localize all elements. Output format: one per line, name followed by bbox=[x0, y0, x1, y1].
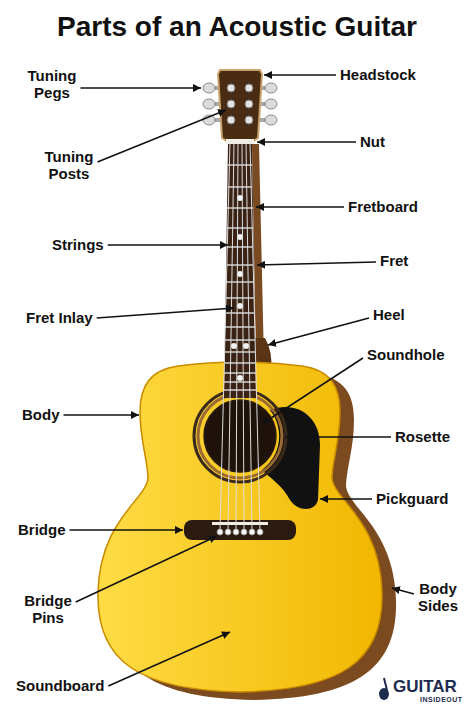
leader-line bbox=[257, 262, 376, 265]
fret-inlay bbox=[237, 303, 243, 309]
leader-line bbox=[108, 244, 228, 246]
fret-inlay bbox=[243, 343, 249, 349]
tuning-post bbox=[245, 84, 253, 92]
part-label: Tuning Posts bbox=[36, 148, 102, 182]
part-label: Strings bbox=[52, 236, 104, 253]
leader-line bbox=[264, 74, 336, 76]
tuning-peg bbox=[203, 99, 215, 109]
fret-inlay bbox=[237, 375, 243, 381]
bridge bbox=[184, 520, 296, 540]
tuning-peg bbox=[265, 83, 277, 93]
leader-line bbox=[108, 632, 230, 686]
fret-inlay bbox=[231, 343, 237, 349]
part-label: Soundboard bbox=[16, 677, 104, 694]
part-label: Tuning Pegs bbox=[20, 67, 84, 101]
tuning-post bbox=[227, 100, 235, 108]
leader-line bbox=[97, 110, 226, 162]
tuning-peg bbox=[203, 83, 215, 93]
part-label: Headstock bbox=[340, 66, 416, 83]
part-label: Nut bbox=[360, 133, 385, 150]
leader-line bbox=[97, 308, 234, 318]
fret-inlay bbox=[237, 271, 243, 277]
title: Parts of an Acoustic Guitar bbox=[0, 10, 474, 44]
part-label: Bridge Pins bbox=[18, 592, 78, 626]
leader-line bbox=[257, 141, 356, 143]
leader-line bbox=[76, 536, 217, 602]
leader-line bbox=[64, 414, 140, 416]
leader-line bbox=[268, 318, 369, 345]
tuning-post bbox=[245, 100, 253, 108]
part-label: Bridge bbox=[18, 521, 66, 538]
part-label: Fretboard bbox=[348, 198, 418, 215]
soundhole bbox=[204, 400, 276, 472]
soundboard bbox=[98, 362, 382, 692]
part-label: Body Sides bbox=[412, 580, 464, 614]
part-label: Body bbox=[22, 406, 60, 423]
leader-line bbox=[70, 529, 183, 531]
leader-line bbox=[256, 206, 344, 208]
leader-line bbox=[320, 498, 372, 500]
part-label: Fret Inlay bbox=[26, 309, 93, 326]
leader-line bbox=[262, 358, 363, 424]
tuning-post bbox=[227, 116, 235, 124]
headstock bbox=[218, 70, 262, 142]
tuning-peg bbox=[265, 115, 277, 125]
rosette-ring bbox=[198, 394, 282, 478]
tuning-peg bbox=[265, 99, 277, 109]
part-label: Soundhole bbox=[367, 346, 445, 363]
part-label: Fret bbox=[380, 252, 408, 269]
logo-text: INSIDEOUT bbox=[420, 696, 463, 704]
strings bbox=[220, 142, 260, 530]
leader-line bbox=[392, 588, 414, 594]
logo-text: GUITAR bbox=[393, 678, 457, 696]
tuning-post bbox=[227, 84, 235, 92]
part-label: Pickguard bbox=[376, 490, 449, 507]
part-label: Rosette bbox=[395, 428, 450, 445]
rosette-ring bbox=[194, 390, 286, 482]
leader-line bbox=[285, 436, 391, 438]
logo-icon bbox=[379, 688, 389, 700]
part-label: Heel bbox=[373, 306, 405, 323]
leader-line bbox=[80, 87, 201, 89]
tuning-post bbox=[245, 116, 253, 124]
